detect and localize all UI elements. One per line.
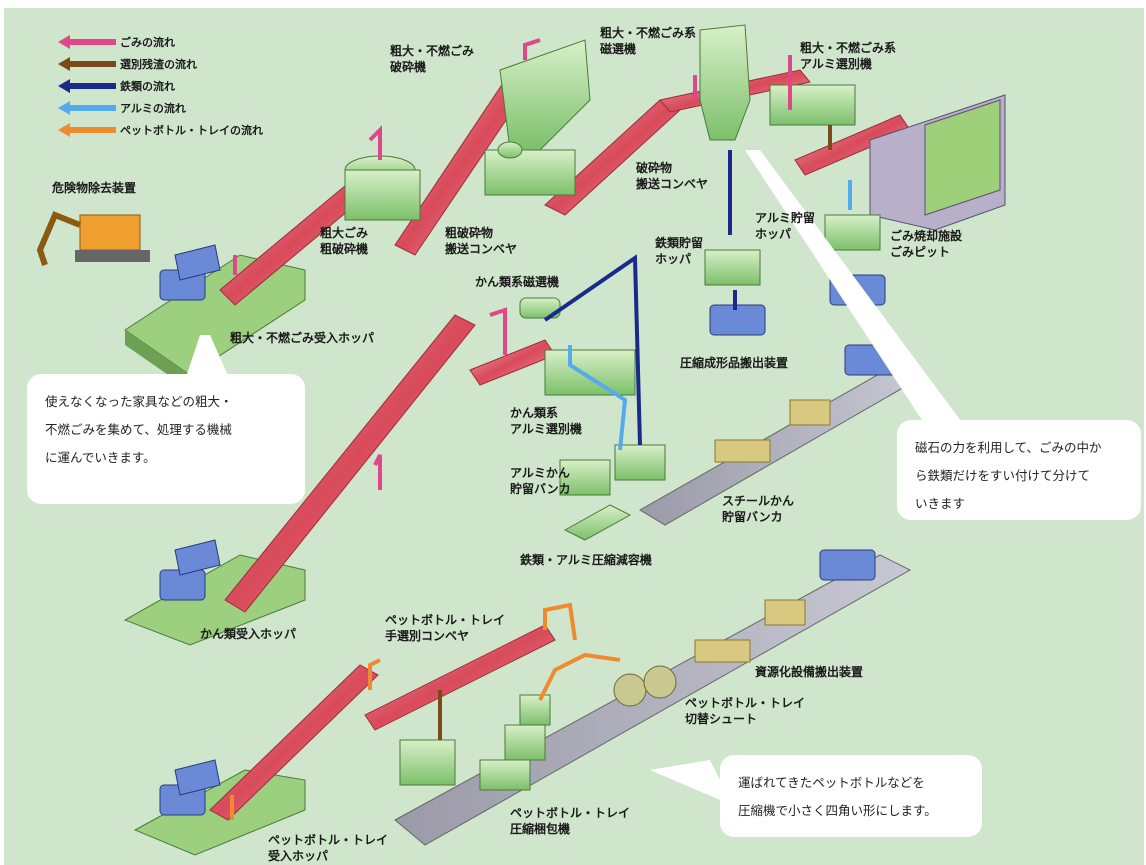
legend-arrow-icon [58, 123, 116, 137]
legend-label: アルミの流れ [120, 102, 186, 115]
incineration-pit [869, 94, 1006, 231]
legend-arrow-icon [58, 57, 116, 71]
label-crushed-conveyor-1: 粗破砕物 搬送コンベヤ [445, 226, 518, 256]
belt-pet [209, 664, 379, 821]
bales-mid [714, 399, 831, 463]
legend-item: 鉄類の流れ [58, 78, 175, 94]
label-can-alu-sorter: かん類系 アルミ選別機 [510, 406, 582, 436]
pet-flow-line-3 [538, 652, 621, 701]
label-bulky-coarse-crusher: 粗大ごみ 粗破砕機 [320, 226, 369, 256]
label-crushed-conveyor-2: 破砕物 搬送コンベヤ [636, 161, 709, 191]
compressor-machine [563, 504, 632, 541]
legend-arrow-icon [58, 79, 116, 93]
label-pet-baler: ペットボトル・トレイ 圧縮梱包機 [510, 806, 631, 836]
callout-bottom-pointer [650, 760, 725, 800]
garbage-flow-line-7 [489, 307, 507, 355]
label-magnetic-sorter: 粗大・不燃ごみ系 磁選機 [600, 26, 697, 56]
truck-3 [159, 759, 221, 816]
legend-arrow-icon [58, 35, 116, 49]
bales-bottom [694, 599, 806, 663]
label-bulky-hopper: 粗大・不燃ごみ受入ホッパ [230, 331, 375, 345]
garbage-flow-line-3 [523, 38, 541, 60]
callout-right: 磁石の力を利用して、ごみの中か ら鉄類だけをすい付けて分けて いきます [897, 420, 1141, 520]
excavator-graphic [36, 211, 150, 266]
legend-item: ペットボトル・トレイの流れ [58, 122, 263, 138]
callout-left-pointer [185, 335, 230, 380]
label-alu-storage-hopper: アルミ貯留 ホッパ [755, 211, 815, 241]
label-iron-storage-hopper: 鉄類貯留 ホッパ [655, 236, 704, 266]
belt-pet-sort [364, 624, 556, 731]
coarse-crusher-machine [344, 155, 421, 221]
legend-item: ごみの流れ [58, 34, 175, 50]
callout-left: 使えなくなった家具などの粗大・ 不燃ごみを集めて、処理する機械 に運んでいきます… [27, 374, 305, 504]
label-incineration-pit: ごみ焼却施設 ごみピット [890, 229, 963, 259]
crusher-machine [484, 39, 591, 196]
garbage-flow-line-2 [368, 125, 382, 160]
belt-can [224, 314, 476, 613]
label-can-magnetic-sorter: かん類系磁選機 [475, 275, 560, 289]
label-pet-chute: ペットボトル・トレイ 切替シュート [685, 696, 806, 726]
callout-right-pointer [745, 150, 975, 440]
iron-storage-hopper [704, 249, 761, 286]
legend-item: 選別残渣の流れ [58, 56, 197, 72]
label-bulky-crusher: 粗大・不燃ごみ 破砕機 [390, 44, 475, 74]
label-hazard-remover: 危険物除去装置 [52, 181, 137, 195]
legend-label: ペットボトル・トレイの流れ [120, 124, 263, 137]
label-pet-sort-conveyor: ペットボトル・トレイ 手選別コンベヤ [385, 613, 506, 643]
label-steel-can-bunker: スチールかん 貯留バンカ [722, 494, 795, 524]
pet-flow-line-2 [543, 602, 577, 641]
legend-item: アルミの流れ [58, 100, 186, 116]
callout-bottom: 運ばれてきたペットボトルなどを 圧縮機で小さく四角い形にします。 [720, 755, 982, 837]
pet-collection-box [399, 739, 456, 786]
pet-flow-line [368, 658, 381, 690]
belt-can-short [469, 339, 556, 386]
label-resource-out: 資源化設備搬出装置 [755, 665, 864, 679]
label-compressed-out: 圧縮成形品搬出装置 [680, 356, 789, 370]
alu-flow-line [568, 345, 628, 451]
label-pet-hopper: ペットボトル・トレイ 受入ホッパ [268, 833, 389, 863]
truck-2 [159, 539, 221, 601]
pet-chute-balls [613, 665, 677, 707]
label-iron-alu-compressor: 鉄類・アルミ圧縮減容機 [520, 553, 652, 567]
alu-sorter-machine [769, 84, 856, 126]
label-alu-can-bunker: アルミかん 貯留バンカ [510, 466, 571, 496]
label-can-hopper: かん類受入ホッパ [200, 627, 297, 641]
legend-arrow-icon [58, 101, 116, 115]
label-alu-sorter-top: 粗大・不燃ごみ系 アルミ選別機 [800, 41, 897, 71]
pet-baler-machine [479, 694, 551, 791]
legend-label: 選別残渣の流れ [120, 58, 197, 71]
can-alu-sorter-machine [544, 349, 636, 396]
alu-storage-hopper [824, 214, 881, 251]
iron-flow-line [543, 254, 642, 446]
legend-label: ごみの流れ [120, 36, 175, 49]
garbage-flow-line-6 [373, 454, 382, 490]
truck-1 [159, 244, 221, 301]
magnetic-sorter-machine [699, 24, 751, 141]
legend-label: 鉄類の流れ [120, 80, 175, 93]
can-bunkers [559, 444, 666, 496]
